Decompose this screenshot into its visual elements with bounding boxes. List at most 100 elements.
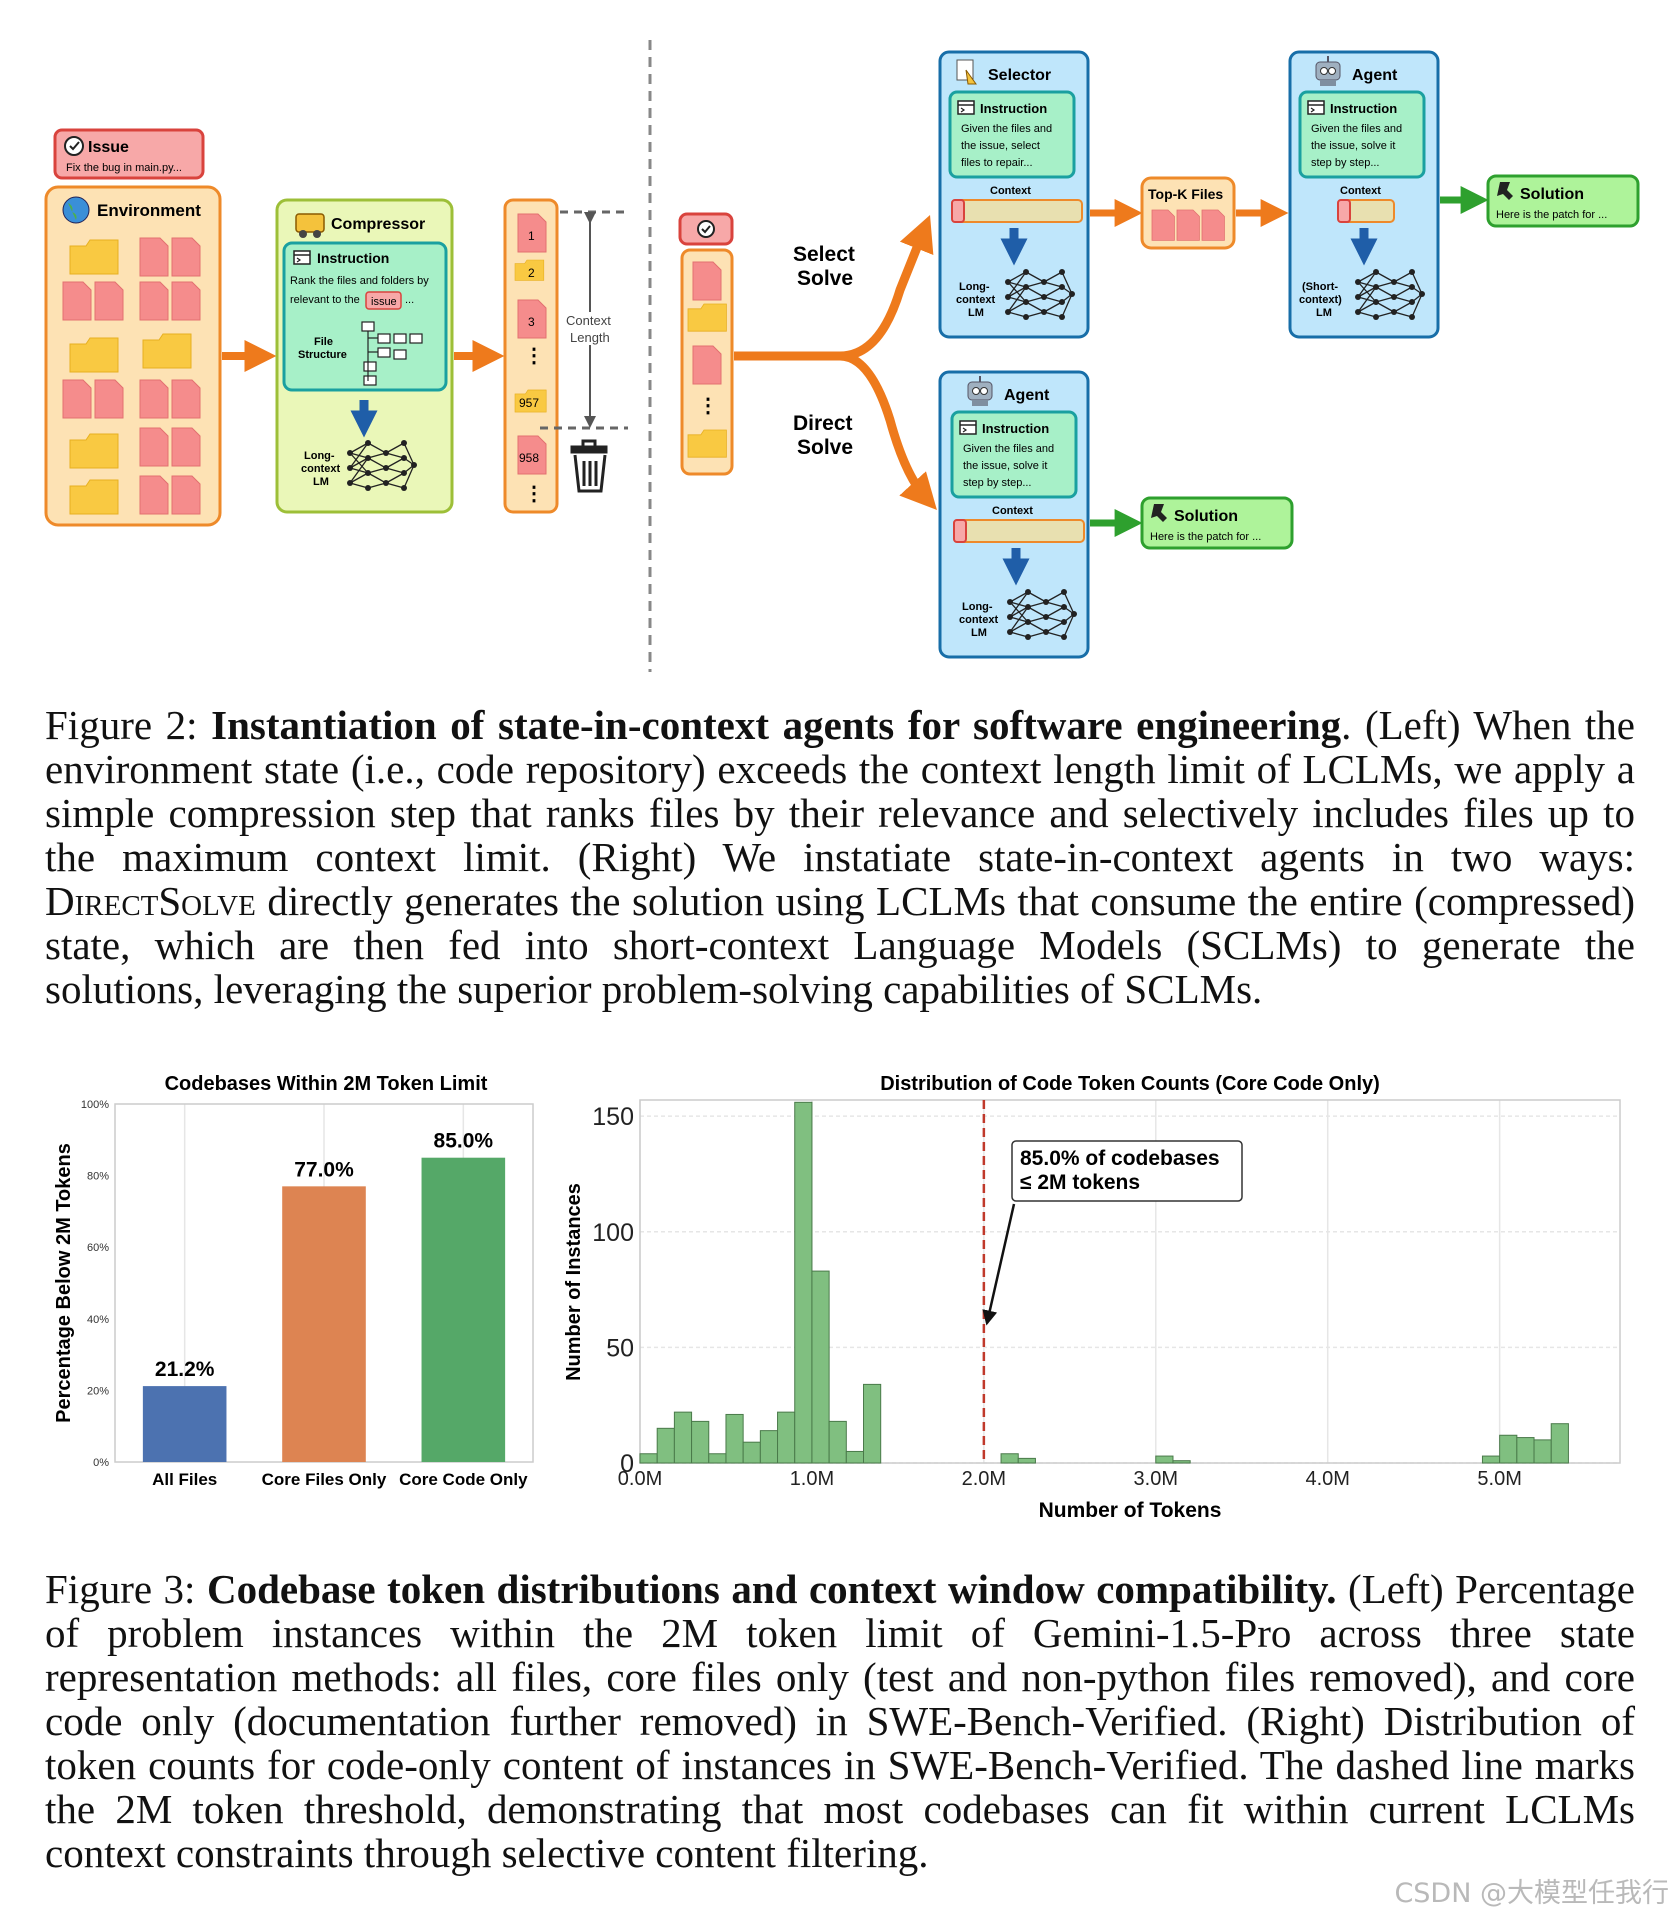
state-issue-icon [697,220,715,238]
sclm-label-3: LM [1316,307,1332,319]
wrench-icon [1497,182,1513,200]
hist-bar [845,1450,865,1464]
compressor-title: Compressor [331,216,425,233]
context-length-label: Context [566,313,611,328]
rank-958: 958 [519,451,539,465]
selector-lclm-label: Long- [959,281,990,293]
hist-bar [777,1411,796,1464]
state-stack: ⋮ [678,212,734,476]
rank-2: 2 [528,266,535,280]
hist-bar [1499,1434,1518,1464]
selector-context-label: Context [990,185,1031,197]
hist-xtick-label: 1.0M [790,1468,834,1490]
hist-xtick-label: 0.0M [618,1468,662,1490]
bar-category-label: All Files [152,1470,217,1489]
bar-ytick-label: 20% [87,1385,109,1397]
topk-title: Top-K Files [1148,186,1223,202]
file-tree-icon [361,321,423,386]
instruction-icon [293,250,311,265]
fig2-body-2: directly generates the solution using LC… [45,878,1635,1012]
hist-bar [1155,1455,1174,1464]
bar-chart-ylabel: Percentage Below 2M Tokens [53,1143,75,1423]
bar-chart: Codebases Within 2M Token Limit 0%20%40%… [53,1073,534,1489]
bar-category-label: Core Code Only [399,1470,528,1489]
hist-bar [1017,1457,1036,1464]
issue-icon [64,136,84,156]
hist-bar [725,1413,744,1464]
direct-instruction-2: the issue, solve it [963,460,1047,472]
bar [142,1386,227,1462]
ranked-file-list: 1 2 3 ⋮ 957 958 ⋮ [503,198,559,514]
histogram-ylabel: Number of Instances [563,1183,585,1381]
select-solve-label-2: Solve [797,267,853,290]
selector-instruction-icon [957,100,975,115]
issue-text: Fix the bug in main.py... [66,162,182,174]
bar-category-label: Core Files Only [262,1470,387,1489]
agent-instruction-3: step by step... [1311,157,1379,169]
figure-3-charts: Codebases Within 2M Token Limit 0%20%40%… [53,1073,1621,1522]
file-structure-label: File [314,336,333,348]
figure-2-caption: Figure 2: Instantiation of state-in-cont… [45,703,1635,1011]
hist-bar [794,1101,813,1464]
file-structure-label-2: Structure [298,349,347,361]
hist-bar [1533,1439,1552,1464]
agent-instruction-1: Given the files and [1311,123,1402,135]
hist-xtick-label: 3.0M [1134,1468,1178,1490]
rank-1: 1 [528,229,535,243]
direct-lclm-label-2: context [959,614,998,626]
direct-lclm-label-3: LM [971,627,987,639]
svg-text:⋮: ⋮ [524,483,544,505]
hist-bar [656,1427,675,1464]
solution-box-select: Solution Here is the patch for ... [1486,174,1640,228]
hist-ytick-label: 0 [620,1450,634,1478]
compressor-icon [295,213,325,238]
selector-instruction-1: Given the files and [961,123,1052,135]
agent-title-direct: Agent [1004,387,1050,404]
direct-lclm-label: Long- [962,601,993,613]
state-in-context-diagram: Issue Fix the bug in main.py... Environm… [44,40,1640,672]
agent-box-direct: Agent Instruction Given the files and th… [938,370,1090,659]
histogram-title: Distribution of Code Token Counts (Core … [880,1073,1380,1095]
fig3-body: (Left) Percentage of problem instances w… [45,1566,1635,1876]
globe-icon [62,196,90,224]
hist-bar [639,1453,658,1464]
solution-box-direct: Solution Here is the patch for ... [1140,496,1294,550]
hist-ytick-label: 150 [592,1103,634,1131]
bar [421,1157,506,1462]
agent-box-select: Agent Instruction Given the files and th… [1288,50,1440,339]
hist-bar [1172,1460,1191,1464]
bar-ytick-label: 60% [87,1242,109,1254]
hist-bar [811,1270,830,1464]
direct-solve-label: Direct [793,412,853,435]
compressor-instruction-line2: relevant to the [290,294,360,306]
histogram-xlabel: Number of Tokens [1039,1499,1222,1522]
direct-solve-label-2: Solve [797,436,853,459]
agent-context-label: Context [1340,185,1381,197]
compressor-box: Compressor Instruction Rank the files an… [275,198,454,514]
hist-bar [828,1420,847,1464]
fig2-label: Figure 2: [45,702,212,748]
rank-957: 957 [519,396,539,410]
environment-title: Environment [97,201,201,220]
direct-instruction-3: step by step... [963,477,1031,489]
hist-bar [691,1420,710,1464]
hist-xtick-label: 4.0M [1305,1468,1349,1490]
figure-3-caption: Figure 3: Codebase token distributions a… [45,1567,1635,1875]
hist-bar [1516,1437,1535,1464]
compressor-lclm-label: Long- [304,450,335,462]
selector-lclm-label-2: context [956,294,995,306]
sclm-label: (Short- [1302,281,1338,293]
bar-ytick-label: 80% [87,1171,109,1183]
bar-chart-title: Codebases Within 2M Token Limit [165,1073,488,1095]
rank-3: 3 [528,315,535,329]
compressor-lclm-label-3: LM [313,476,329,488]
selector-box: Selector Instruction Given the files and… [938,50,1090,339]
wrench-icon-direct [1151,504,1167,522]
solution-title-direct: Solution [1174,508,1238,525]
threshold-annotation: 85.0% of codebases ≤ 2M tokens [982,1140,1243,1326]
selector-icon [956,59,977,85]
selector-instruction-2: the issue, select [961,140,1040,152]
bar-ytick-label: 40% [87,1314,109,1326]
fig2-directsolve: DirectSolve [45,878,256,924]
solution-text-direct: Here is the patch for ... [1150,531,1261,543]
